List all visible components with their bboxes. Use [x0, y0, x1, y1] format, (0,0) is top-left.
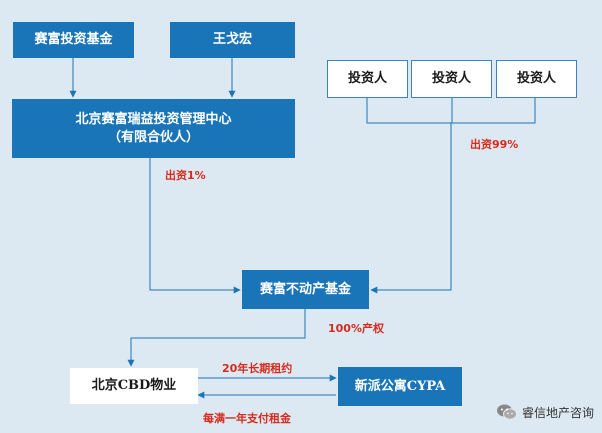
node-saifu-fund: 赛富投资基金: [13, 22, 134, 58]
wechat-icon: [496, 404, 517, 420]
node-center-name: 北京赛富瑞益投资管理中心: [75, 111, 232, 127]
node-center-type: （有限合伙人）: [107, 129, 199, 145]
label-investment-1pct: 出资1%: [165, 169, 206, 182]
node-wang-gehong: 王戈宏: [170, 22, 295, 58]
watermark-text: 睿信地产咨询: [521, 405, 594, 420]
node-cbd-property: 北京CBD物业: [70, 368, 198, 404]
node-cypa: 新派公寓CYPA: [338, 367, 462, 406]
label-investment-99pct: 出资99%: [470, 138, 519, 151]
node-center: 北京赛富瑞益投资管理中心 （有限合伙人）: [12, 99, 295, 158]
label-lease-20y: 20年长期租约: [222, 362, 293, 375]
arrow-fund-to-cbd: [127, 309, 306, 367]
node-investor-2: 投资人: [411, 60, 492, 98]
node-real-estate-fund: 赛富不动产基金: [242, 270, 369, 309]
investors-bracket: [366, 98, 536, 124]
arrow-investors-to-fund: [370, 123, 452, 294]
label-ownership-100pct: 100%产权: [328, 322, 384, 335]
watermark: 睿信地产咨询: [496, 403, 594, 421]
label-annual-rent: 每满一年支付租金: [203, 412, 291, 425]
node-investor-1: 投资人: [327, 60, 408, 98]
node-investor-3: 投资人: [496, 60, 577, 98]
arrow-center-to-fund: [149, 158, 241, 294]
